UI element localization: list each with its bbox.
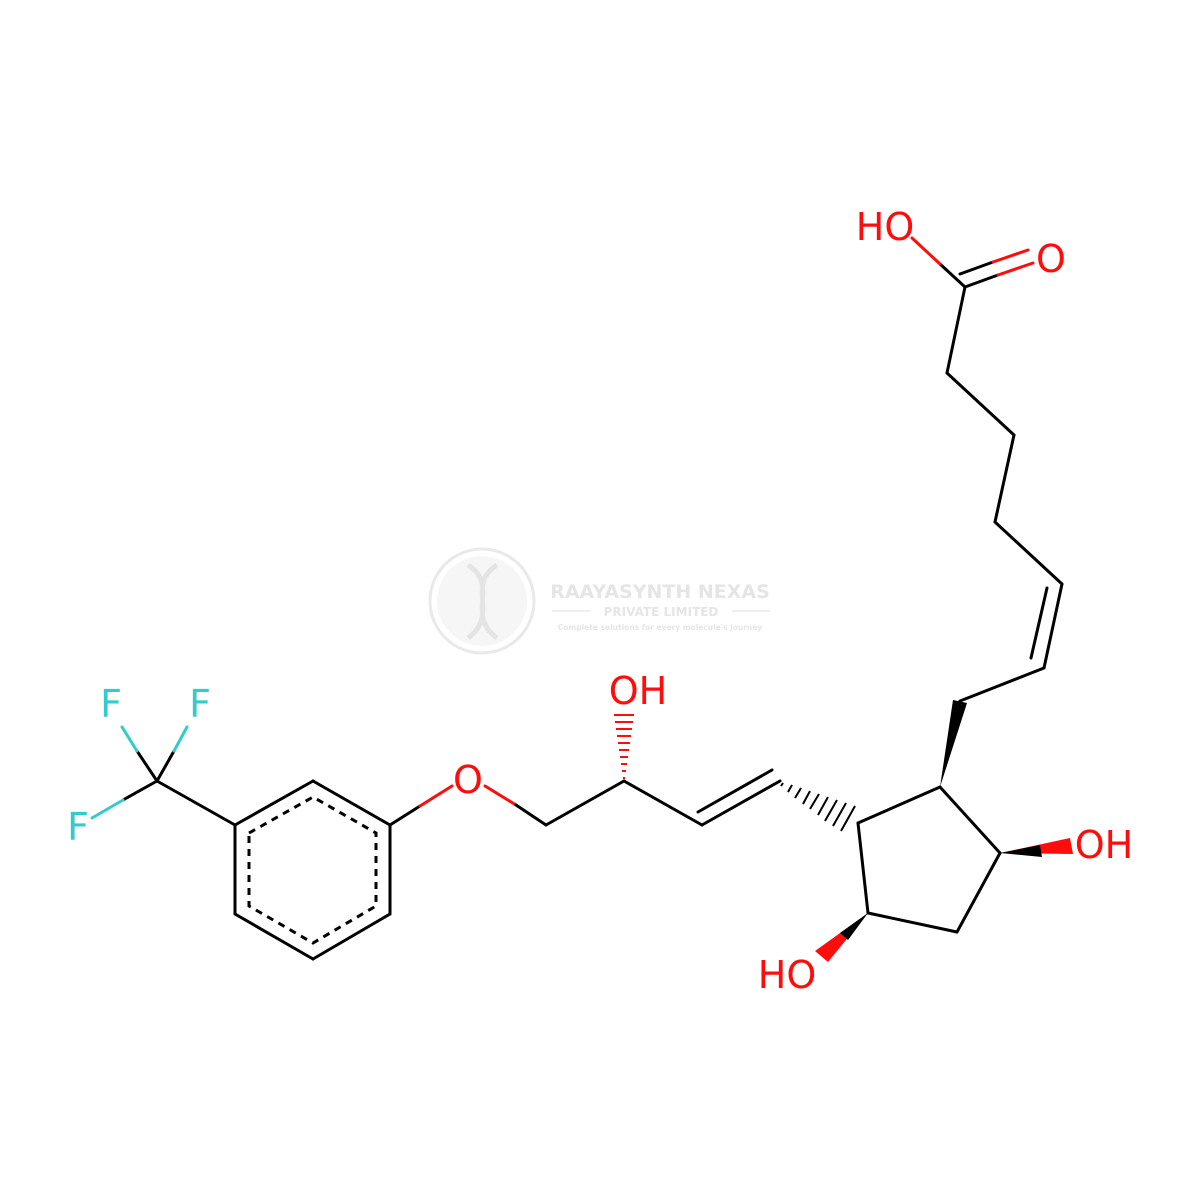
trifluoromethyl-group: F F F: [67, 682, 237, 849]
hashed-wedge-bond: [780, 782, 856, 832]
acid-hydroxyl-label: HO: [856, 205, 914, 249]
fluorine-atom-top-left: F: [100, 682, 122, 726]
acid-carbonyl-oxygen-label: O: [1036, 237, 1066, 281]
watermark-subtitle: PRIVATE LIMITED: [604, 605, 719, 619]
ring-hydroxyl-right-label: OH: [1075, 823, 1133, 867]
watermark-logo-ring: [428, 547, 536, 655]
solid-wedge-bond: [940, 700, 967, 787]
heptenoic-acid-chain: HO O: [856, 205, 1066, 703]
solid-wedge-bond: [840, 913, 868, 940]
watermark-company: RAAYASYNTH NEXAS: [550, 581, 770, 603]
hashed-wedge-bond: [614, 714, 634, 779]
aromatic-dashed-circle: [247, 795, 378, 945]
side-chain-hydroxyl-label: OH: [609, 669, 667, 713]
fluorine-atom-top-right: F: [189, 682, 211, 726]
solid-wedge-bond: [1000, 845, 1042, 857]
watermark: RAAYASYNTH NEXAS PRIVATE LIMITED Complet…: [428, 547, 770, 655]
fluorine-atom-left: F: [67, 805, 89, 849]
ether-side-chain: O OH: [388, 669, 856, 832]
dna-icon: [466, 562, 499, 641]
cyclopentane-ring: OH HO: [758, 700, 1133, 997]
benzene-ring: [233, 779, 392, 961]
watermark-tagline: Complete solutions for every molecule's …: [558, 623, 763, 632]
ether-oxygen-atom: O: [453, 758, 483, 802]
ring-hydroxyl-bottom-label: HO: [758, 953, 816, 997]
